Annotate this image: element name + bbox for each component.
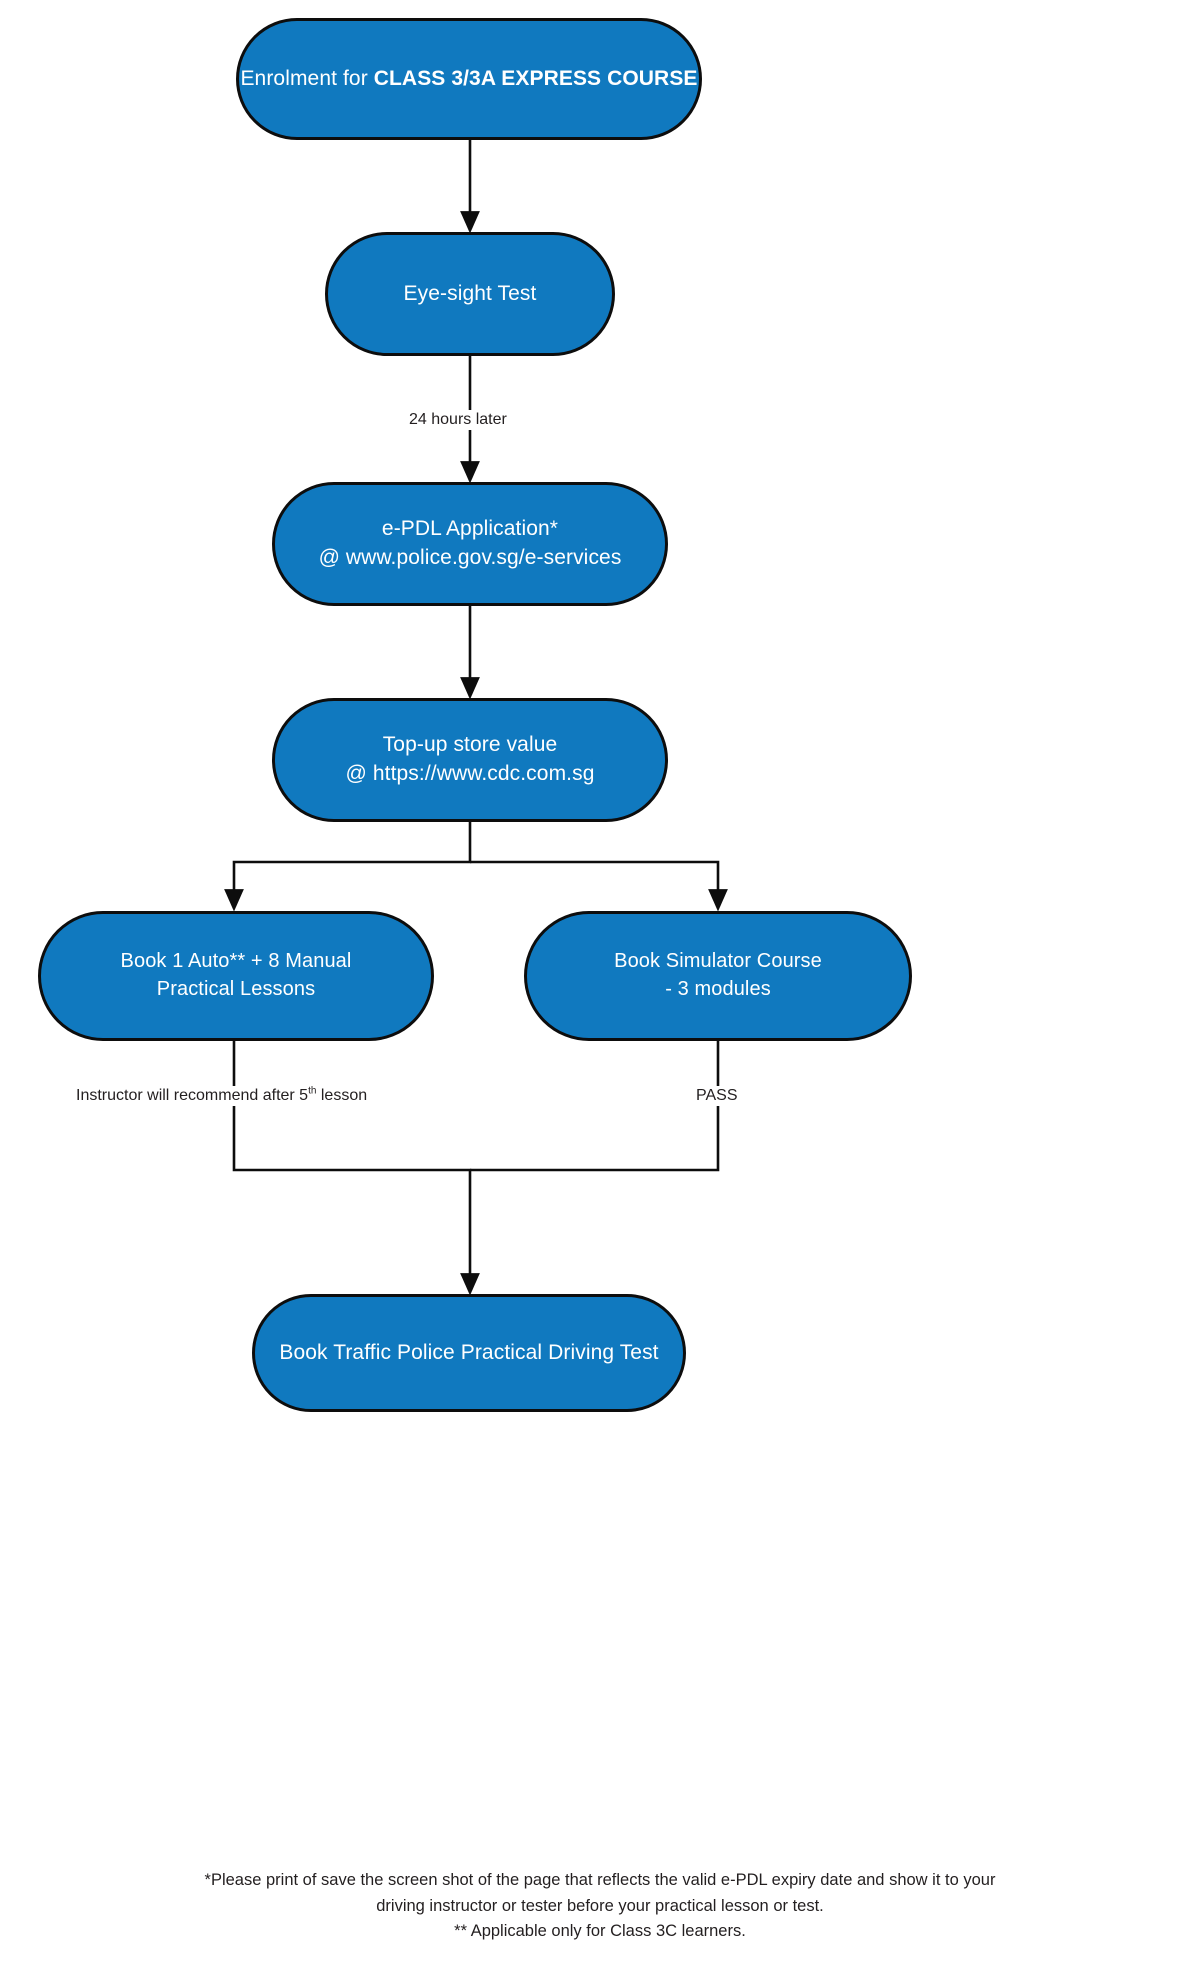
node-enrolment[interactable]: Enrolment for CLASS 3/3A EXPRESS COURSE: [236, 18, 702, 140]
footnote-line-2: driving instructor or tester before your…: [376, 1896, 824, 1915]
footnote-line-1: *Please print of save the screen shot of…: [204, 1871, 996, 1889]
node-practical-line1: Book 1 Auto** + 8 Manual: [120, 950, 352, 973]
node-book-traffic-police-test[interactable]: Book Traffic Police Practical Driving Te…: [252, 1294, 686, 1412]
node-eyesight-test[interactable]: Eye-sight Test: [325, 232, 615, 356]
node-epdl-line1: e-PDL Application*: [381, 517, 559, 541]
edge-simulator-to-merge: [470, 1041, 720, 1172]
node-book-simulator-course[interactable]: Book Simulator Course - 3 modules: [524, 911, 912, 1041]
edge-topup-split-bus-right: [470, 860, 728, 912]
node-book-practical-lessons[interactable]: Book 1 Auto** + 8 Manual Practical Lesso…: [38, 911, 434, 1041]
node-enrolment-text-plain: Enrolment for: [240, 66, 374, 90]
node-enrolment-text-bold: CLASS 3/3A EXPRESS COURSE: [373, 66, 698, 90]
edge-label-instructor-pre: Instructor will recommend after 5: [76, 1087, 309, 1104]
node-topup-line1: Top-up store value: [382, 733, 558, 757]
node-epdl-line2: @ www.police.gov.sg/e-services: [318, 546, 622, 569]
node-simulator-line2: - 3 modules: [665, 978, 771, 1000]
node-epdl-application[interactable]: e-PDL Application* @ www.police.gov.sg/e…: [272, 482, 668, 606]
node-tptest-label: Book Traffic Police Practical Driving Te…: [279, 1340, 659, 1364]
node-topup-line2: @ https://www.cdc.com.sg: [345, 762, 595, 785]
edge-topup-split-bus: [224, 822, 472, 912]
footnotes: *Please print of save the screen shot of…: [0, 1868, 1200, 1945]
node-topup-store-value[interactable]: Top-up store value @ https://www.cdc.com…: [272, 698, 668, 822]
node-practical-line2: Practical Lessons: [156, 978, 316, 1000]
edge-label-pass: PASS: [692, 1086, 742, 1106]
footnote-line-3: ** Applicable only for Class 3C learners…: [454, 1922, 746, 1941]
edge-label-instructor-ordinal: th: [308, 1085, 317, 1097]
node-eyesight-label: Eye-sight Test: [403, 281, 537, 305]
node-simulator-line1: Book Simulator Course: [614, 950, 822, 973]
node-enrolment-line1: Enrolment for CLASS 3/3A EXPRESS COURSE: [240, 65, 697, 94]
edge-label-24-hours-later: 24 hours later: [405, 410, 511, 430]
edge-label-instructor-recommend: Instructor will recommend after 5th less…: [72, 1085, 372, 1106]
edge-practical-to-merge: [232, 1041, 480, 1296]
edge-label-instructor-post: lesson: [316, 1087, 368, 1104]
